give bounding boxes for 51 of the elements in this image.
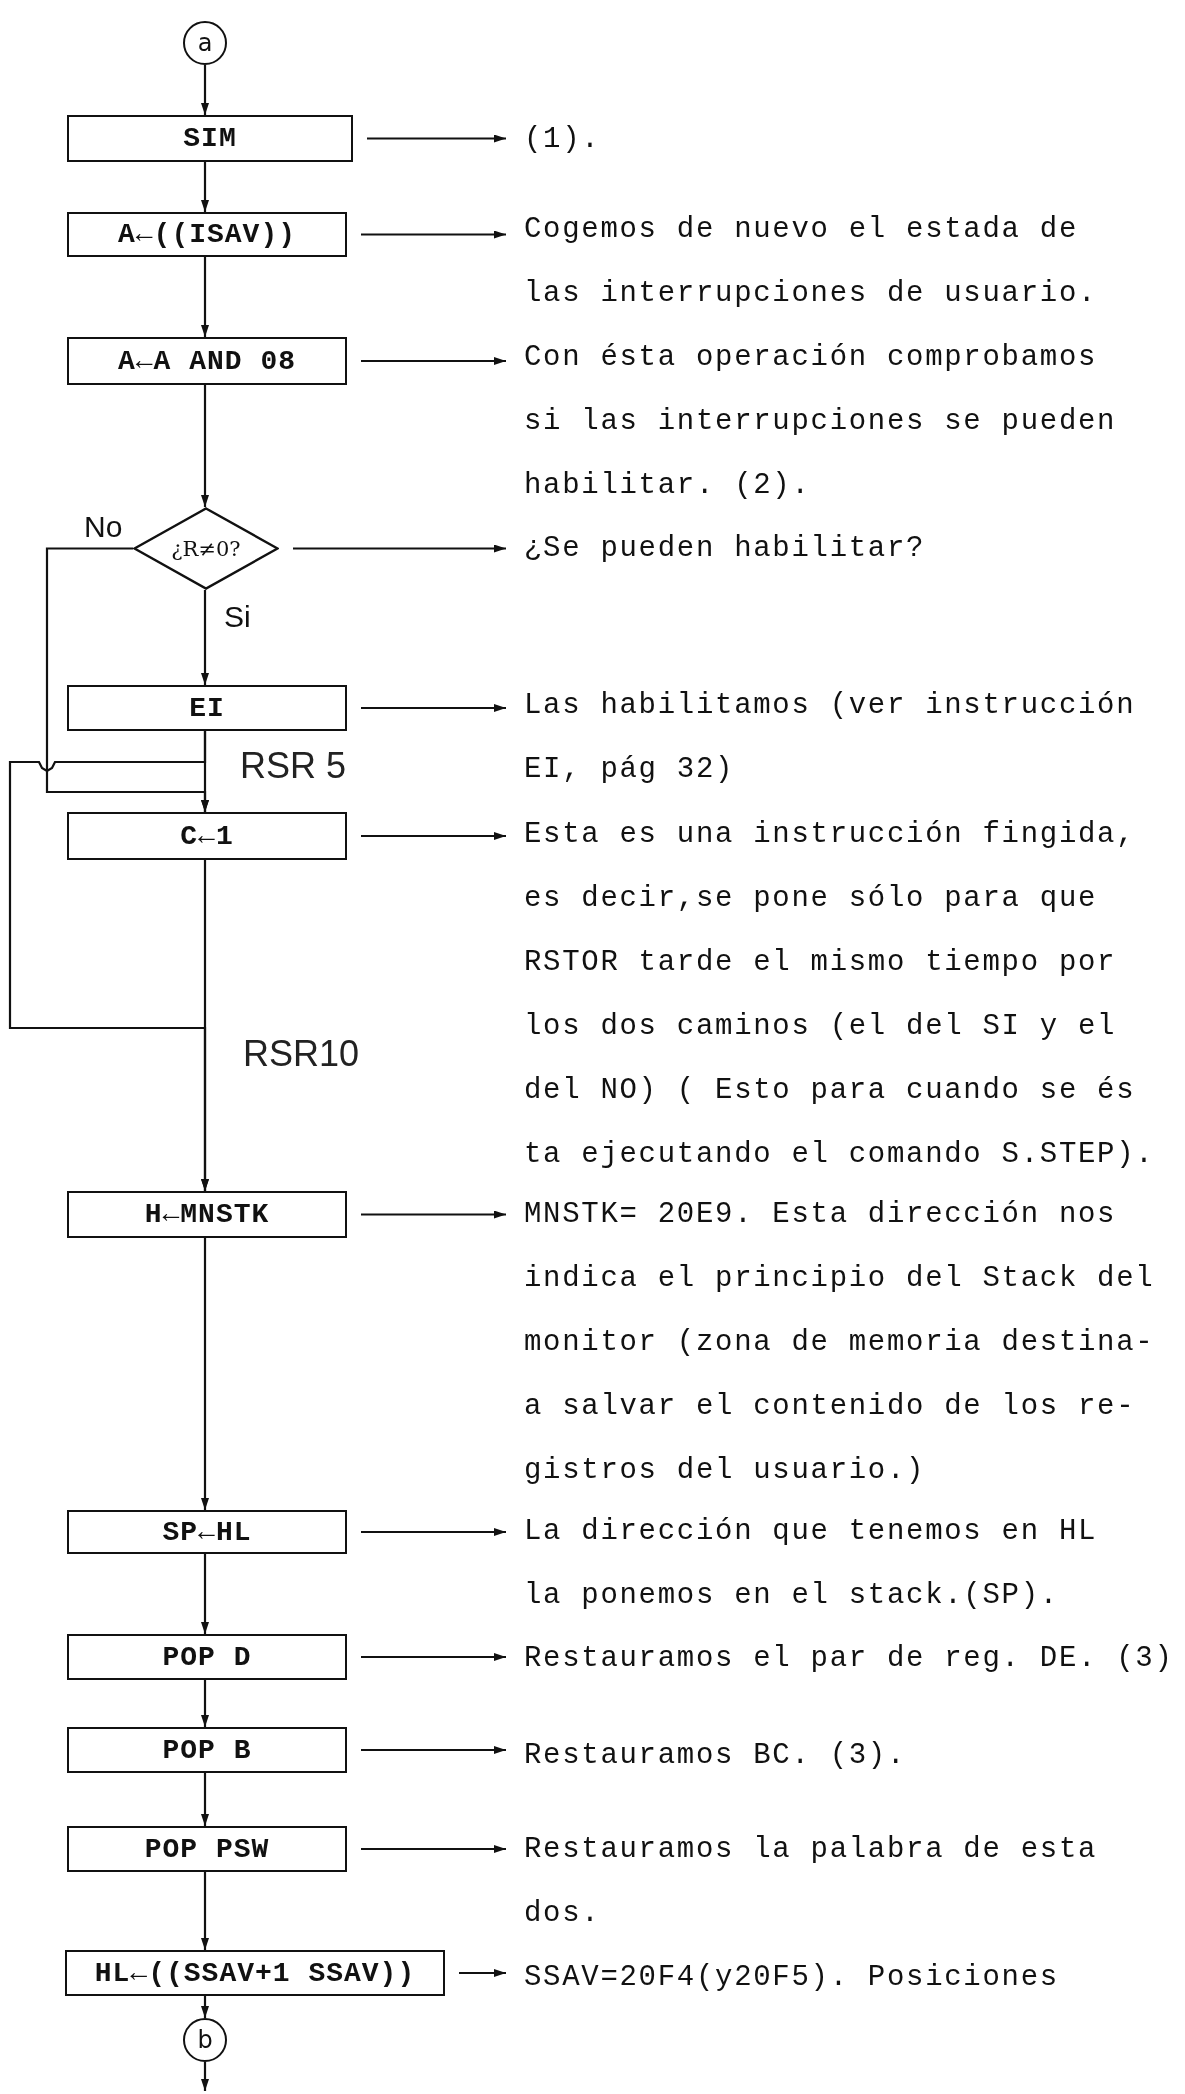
arrow: [361, 704, 506, 712]
process-box: POP PSW: [67, 1826, 347, 1872]
process-box: H←MNSTK: [67, 1191, 347, 1238]
connector-circle: b: [183, 2018, 227, 2062]
arrow: [361, 1528, 506, 1536]
annotation-text: (1).: [506, 108, 626, 172]
annotation-text: ¿Se pueden habilitar?: [506, 517, 951, 581]
arrow: [361, 357, 506, 365]
process-box: POP D: [67, 1634, 347, 1680]
arrow: [361, 832, 506, 840]
arrow: [201, 257, 209, 337]
process-box: C←1: [67, 812, 347, 860]
arrow: [361, 1845, 506, 1853]
arrow: [459, 1969, 506, 1977]
arrow: [201, 1773, 209, 1826]
annotation-text: Restauramos la palabra de esta dos.: [506, 1818, 1123, 1946]
annotation-text: La dirección que tenemos en HL la ponemos en el stack.(SP).: [506, 1500, 1123, 1628]
arrow: [201, 162, 209, 212]
annotation-text: Cogemos de nuevo el estada de las interrupciones de usuario.: [506, 198, 1103, 326]
arrow: [201, 2062, 209, 2091]
annotation-text: Las habilitamos (ver instrucción EI, pág 32): [506, 674, 1142, 802]
routine-label: RSR 5: [240, 745, 347, 787]
arrow: [201, 1872, 209, 1950]
process-box: SIM: [67, 115, 353, 162]
arrow: [361, 1210, 506, 1219]
decision-diamond: ¿R≠0?: [133, 507, 279, 590]
arrow: [361, 1746, 506, 1754]
arrow: [201, 590, 209, 685]
process-box: A←A AND 08: [67, 337, 347, 385]
annotation-text: Restauramos el par de reg. DE. (3): [506, 1627, 1180, 1691]
process-box: HL←((SSAV+1 SSAV)): [65, 1950, 445, 1996]
process-box: POP B: [67, 1727, 347, 1773]
annotation-text: Restauramos BC. (3).: [506, 1724, 932, 1788]
arrow: [201, 1680, 209, 1727]
arrow: [293, 544, 506, 553]
process-box: EI: [67, 685, 347, 731]
annotation-text: SSAV=20F4(y20F5). Posiciones: [506, 1946, 1084, 2010]
arrow: [201, 65, 209, 115]
arrow: [367, 134, 506, 143]
arrow: [201, 1238, 209, 1510]
process-box: A←((ISAV)): [67, 212, 347, 257]
arrow: [201, 385, 209, 507]
arrow: [361, 230, 506, 239]
annotation-text: Con ésta operación comprobamos si las interrupciones se pueden habilitar. (2).: [506, 326, 1123, 518]
arrow: [201, 860, 209, 1191]
routine-label: RSR10: [243, 1033, 360, 1075]
arrow: [201, 1554, 209, 1634]
process-box: SP←HL: [67, 1510, 347, 1554]
connector-circle: a: [183, 21, 227, 65]
arrow: [361, 1653, 506, 1661]
arrow: [201, 1996, 209, 2018]
